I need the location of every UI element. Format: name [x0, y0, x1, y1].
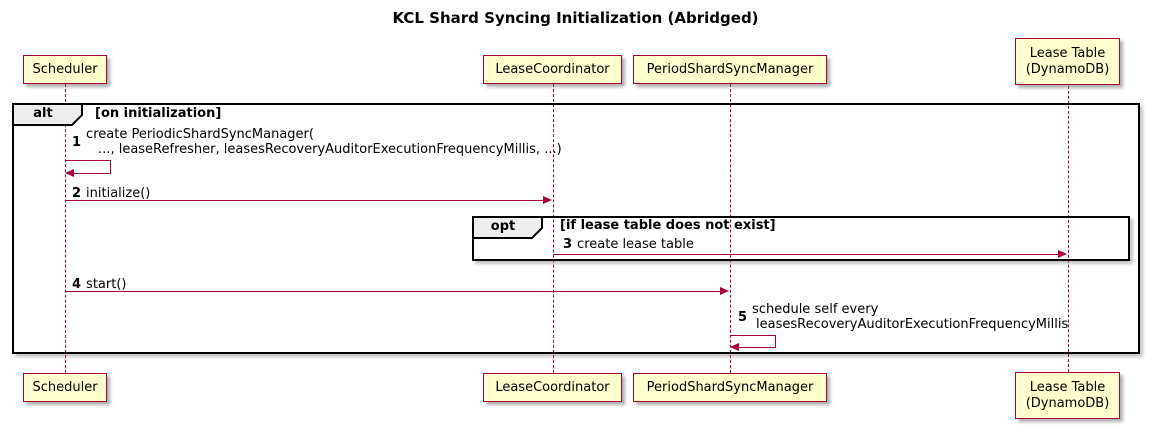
participant-label: LeaseCoordinator: [495, 61, 610, 77]
arrowhead-right-icon: [1058, 250, 1067, 258]
participant-leasecoordinator-top: LeaseCoordinator: [483, 55, 622, 84]
arrow-line: [553, 254, 1059, 255]
message-5-label: 5 schedule self every leasesRecoveryAudi…: [738, 302, 1068, 332]
alt-condition: [on initialization]: [95, 106, 222, 121]
arrow-line: [65, 291, 721, 292]
participant-scheduler-bottom: Scheduler: [23, 373, 107, 402]
message-3-label: 3 create lease table: [563, 237, 694, 252]
lifeline-periodshardsyncmanager: [730, 84, 731, 373]
message-text: start(): [86, 277, 127, 292]
participant-label: PeriodShardSyncManager: [646, 379, 814, 395]
opt-condition: [if lease table does not exist]: [560, 218, 776, 233]
arrowhead-right-icon: [720, 287, 729, 295]
message-number: 4: [72, 277, 82, 292]
arrow-line: [730, 335, 776, 336]
opt-frame-label: opt: [490, 219, 516, 234]
alt-frame-label: alt: [33, 106, 53, 121]
arrow-line: [775, 335, 776, 347]
participant-periodshardsyncmanager-top: PeriodShardSyncManager: [633, 55, 827, 84]
diagram-title: KCL Shard Syncing Initialization (Abridg…: [392, 9, 759, 27]
lifeline-scheduler: [65, 84, 66, 373]
message-2-label: 2 initialize(): [72, 186, 150, 201]
arrow-line: [73, 173, 111, 174]
message-text: initialize(): [86, 186, 151, 201]
participant-label: (DynamoDB): [1025, 61, 1110, 77]
alt-frame: alt: [12, 103, 1140, 354]
arrow-line: [65, 160, 111, 161]
participant-label: PeriodShardSyncManager: [646, 61, 814, 77]
opt-frame-pentagon: [472, 216, 543, 239]
arrowhead-left-icon: [65, 169, 74, 177]
participant-leasetable-top: Lease Table (DynamoDB): [1015, 38, 1120, 85]
participant-label: Scheduler: [32, 379, 98, 395]
arrow-line: [65, 200, 544, 201]
message-4-label: 4 start(): [72, 277, 126, 292]
message-number: 2: [72, 186, 82, 201]
lifeline-leasecoordinator: [553, 84, 554, 373]
message-number: 3: [563, 237, 573, 252]
participant-leasetable-bottom: Lease Table (DynamoDB): [1015, 372, 1120, 419]
participant-label: (DynamoDB): [1025, 395, 1110, 411]
opt-frame: opt: [472, 216, 1130, 261]
message-text: create PeriodicShardSyncManager(: [86, 127, 314, 142]
lifeline-leasetable: [1068, 86, 1069, 372]
message-number: 5: [738, 309, 748, 325]
participant-periodshardsyncmanager-bottom: PeriodShardSyncManager: [633, 373, 827, 402]
arrowhead-right-icon: [543, 196, 552, 204]
message-text: create lease table: [577, 237, 694, 252]
participant-scheduler-top: Scheduler: [23, 55, 107, 84]
message-text: schedule self every: [752, 302, 879, 317]
alt-frame-pentagon: [12, 103, 83, 126]
participant-leasecoordinator-bottom: LeaseCoordinator: [483, 373, 622, 402]
message-1-label: 1 create PeriodicShardSyncManager( ..., …: [72, 127, 562, 157]
participant-label: Lease Table: [1029, 379, 1106, 395]
message-text: leasesRecoveryAuditorExecutionFrequencyM…: [756, 317, 1069, 332]
participant-label: Scheduler: [32, 61, 98, 77]
message-text: ..., leaseRefresher, leasesRecoveryAudit…: [98, 142, 562, 157]
participant-label: Lease Table: [1029, 45, 1106, 61]
arrow-line: [738, 347, 776, 348]
arrow-line: [110, 160, 111, 173]
participant-label: LeaseCoordinator: [495, 379, 610, 395]
arrowhead-left-icon: [730, 343, 739, 351]
message-number: 1: [72, 134, 82, 150]
